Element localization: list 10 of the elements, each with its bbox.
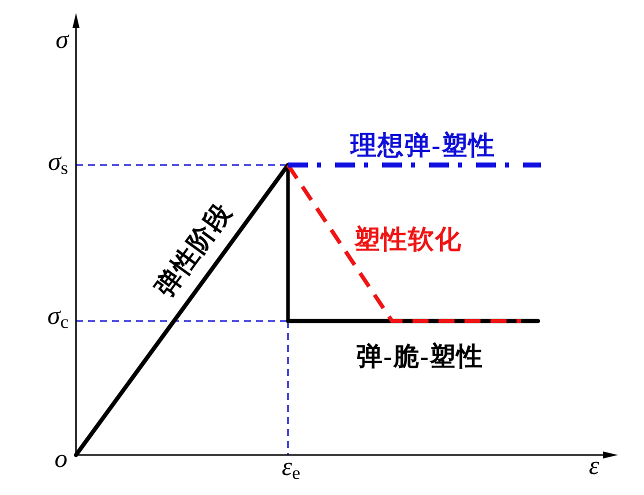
axis-label: ε [588, 453, 600, 479]
tick-label: σ$_{c}$ [47, 303, 69, 333]
curve-label: 弹-脆-塑性 [356, 344, 484, 370]
curve-label: 理想弹-塑性 [350, 133, 496, 159]
origin-label: o [54, 446, 68, 472]
tick-label: ε$_{e}$ [282, 454, 300, 484]
curve-label: 塑性软化 [354, 227, 462, 253]
axis-label: σ [56, 27, 68, 53]
curve-label: 弹性阶段 [152, 198, 236, 302]
tick-label: σ$_{s}$ [48, 149, 68, 179]
